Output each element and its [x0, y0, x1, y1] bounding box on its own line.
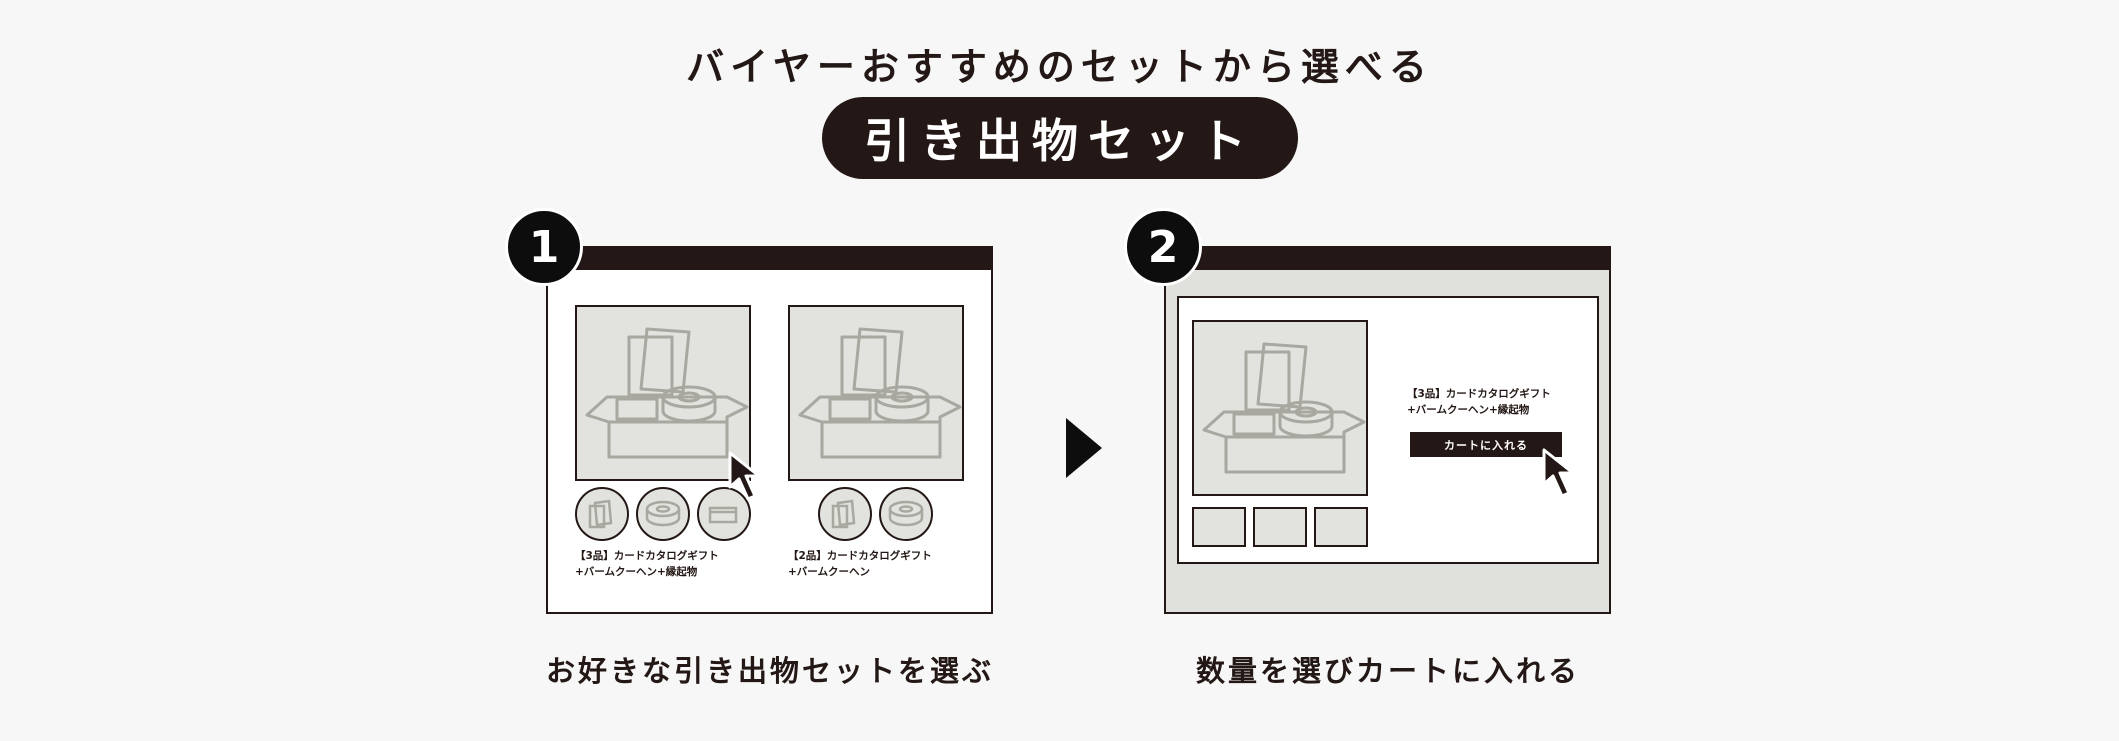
product-main-image	[1192, 320, 1368, 496]
headline: バイヤーおすすめのセットから選べる	[686, 45, 1433, 89]
box-item-icon	[708, 506, 738, 524]
window-title-bar	[548, 248, 991, 270]
thumb-circle-cake[interactable]	[636, 487, 690, 541]
product-thumb[interactable]	[1192, 507, 1246, 547]
product-title: 【3品】カードカタログギフト +バームクーヘン+縁起物	[1407, 388, 1551, 416]
product-label-1[interactable]: 【3品】カードカタログギフト +バームクーヘン+縁起物	[575, 550, 719, 578]
baumkuchen-icon	[888, 500, 924, 527]
product-thumb[interactable]	[1253, 507, 1307, 547]
gift-box-icon	[1194, 322, 1368, 496]
gift-box-icon	[577, 307, 751, 481]
thumb-circle-item[interactable]	[697, 487, 751, 541]
product-label-2[interactable]: 【2品】カードカタログギフト +バームクーヘン	[788, 550, 932, 578]
thumb-circle-cake[interactable]	[879, 487, 933, 541]
add-to-cart-button[interactable]: カートに入れる	[1410, 432, 1562, 457]
step1-caption: お好きな引き出物セットを選ぶ	[545, 654, 994, 688]
thumb-circle-card[interactable]	[818, 487, 872, 541]
product-image-2[interactable]	[788, 305, 964, 481]
window-title-bar	[1166, 248, 1609, 270]
thumb-circle-card[interactable]	[575, 487, 629, 541]
cursor-arrow-icon	[726, 449, 766, 505]
play-triangle-icon	[1066, 418, 1102, 478]
step2-badge: 2	[1124, 208, 1202, 286]
product-thumb[interactable]	[1314, 507, 1368, 547]
product-image-1[interactable]	[575, 305, 751, 481]
set-title-pill: 引き出物セット	[822, 97, 1298, 179]
step1-badge: 1	[505, 208, 583, 286]
gift-box-icon	[790, 307, 964, 481]
baumkuchen-icon	[645, 500, 681, 527]
card-icon	[588, 499, 613, 529]
step2-caption: 数量を選びカートに入れる	[1195, 654, 1580, 688]
card-icon	[831, 499, 856, 529]
cursor-arrow-icon	[1540, 446, 1580, 502]
